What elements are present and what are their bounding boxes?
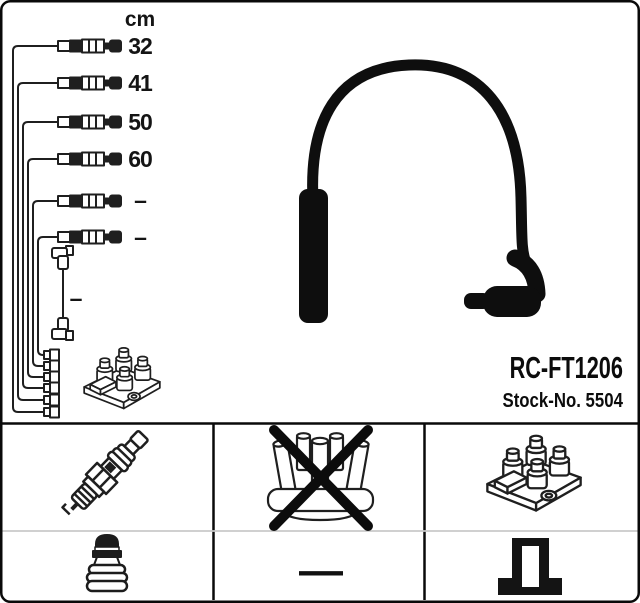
length-unit-header: cm <box>124 8 156 31</box>
cross-out-x-icon <box>269 425 373 531</box>
cable-length-label: – <box>134 187 147 213</box>
ignition-cable-photo <box>299 59 546 323</box>
plug-terminal-icon <box>85 534 129 593</box>
elbow-bend <box>506 249 546 303</box>
ignition-coil-icon <box>487 436 580 511</box>
product-identity: RC-FT1206 Stock-No. 5504 <box>461 350 623 412</box>
cable-set-diagram <box>12 38 160 419</box>
straight-boot <box>299 189 328 323</box>
cable-length-label: 50 <box>128 109 153 135</box>
elbow-nipple <box>464 293 490 309</box>
cable-length-label: 41 <box>128 70 153 96</box>
spark-plug-icon <box>61 429 149 516</box>
stock-number: Stock-No. 5504 <box>502 390 623 412</box>
coil-terminal-icon <box>498 538 562 595</box>
coil-pack-drawing <box>84 348 160 409</box>
cable-length-label: 60 <box>128 146 153 172</box>
grid-dash-label: — <box>299 546 343 595</box>
elbow-body <box>483 286 541 317</box>
grid-lines <box>2 422 638 600</box>
part-number: RC-FT1206 <box>509 350 623 385</box>
cable-wire <box>307 59 543 298</box>
coil-wire-length-label: – <box>69 285 83 311</box>
cable-length-label: 32 <box>128 33 153 59</box>
cable-length-label: – <box>134 224 147 250</box>
coil-wire-drawing <box>51 245 74 341</box>
